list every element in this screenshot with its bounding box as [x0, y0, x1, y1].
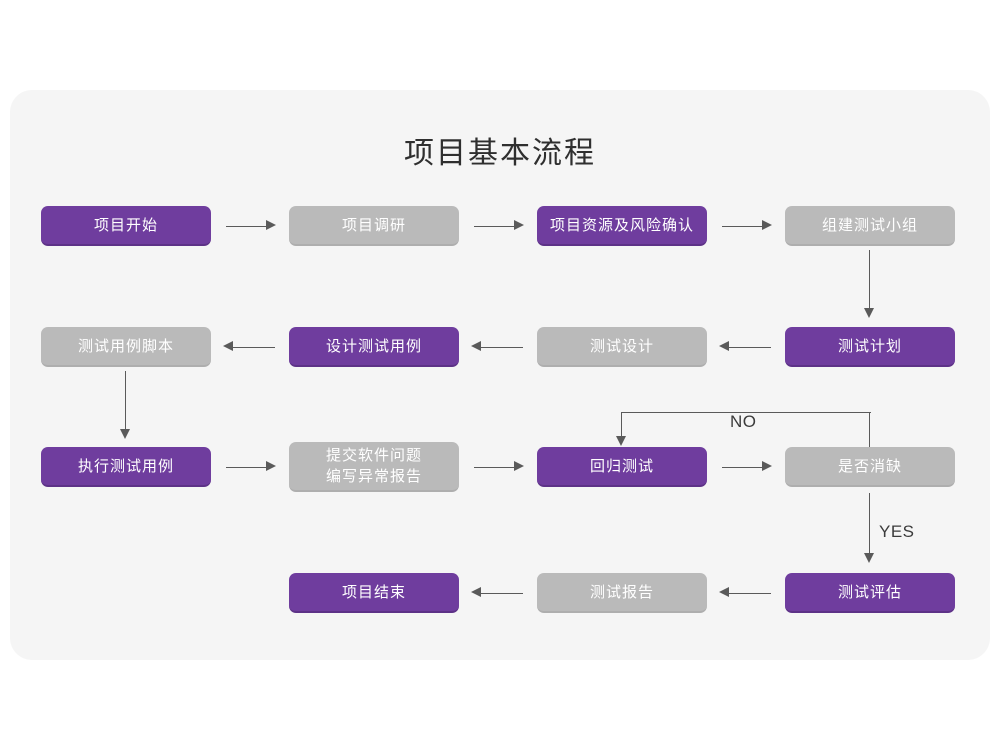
connector-n11-n12: [722, 467, 764, 469]
node-defect-resolved[interactable]: 是否消缺: [785, 447, 955, 487]
arrow-right-icon: [762, 220, 772, 230]
edge-label-yes: YES: [879, 522, 915, 541]
connector-no-loop-top: [621, 412, 871, 414]
arrow-down-icon: [616, 436, 626, 446]
edge-label-no: NO: [730, 412, 757, 431]
connector-n10-n11: [474, 467, 516, 469]
node-test-report[interactable]: 测试报告: [537, 573, 707, 613]
node-project-research[interactable]: 项目调研: [289, 206, 459, 246]
arrow-right-icon: [762, 461, 772, 471]
arrow-right-icon: [266, 461, 276, 471]
connector-n7-n6: [481, 347, 523, 349]
flowchart-card: [10, 90, 990, 660]
node-regression-test[interactable]: 回归测试: [537, 447, 707, 487]
node-design-test-case[interactable]: 设计测试用例: [289, 327, 459, 367]
node-test-evaluation[interactable]: 测试评估: [785, 573, 955, 613]
arrow-left-icon: [223, 341, 233, 351]
arrow-left-icon: [719, 587, 729, 597]
node-submit-issue-report[interactable]: 提交软件问题 编写异常报告: [289, 442, 459, 492]
connector-n1-n2: [226, 226, 268, 228]
node-test-plan[interactable]: 测试计划: [785, 327, 955, 367]
arrow-down-icon: [864, 553, 874, 563]
node-project-end[interactable]: 项目结束: [289, 573, 459, 613]
node-test-case-script[interactable]: 测试用例脚本: [41, 327, 211, 367]
arrow-down-icon: [864, 308, 874, 318]
connector-n4-n8: [869, 250, 871, 310]
arrow-right-icon: [514, 461, 524, 471]
arrow-left-icon: [471, 341, 481, 351]
connector-no-loop-right-riser: [869, 412, 871, 448]
connector-no-loop-left-drop: [621, 412, 623, 440]
connector-n2-n3: [474, 226, 516, 228]
connector-n6-n5: [233, 347, 275, 349]
connector-n5-n9: [125, 371, 127, 431]
page-title: 项目基本流程: [404, 137, 596, 170]
arrow-right-icon: [514, 220, 524, 230]
node-test-design[interactable]: 测试设计: [537, 327, 707, 367]
connector-n3-n4: [722, 226, 764, 228]
node-execute-test-case[interactable]: 执行测试用例: [41, 447, 211, 487]
arrow-left-icon: [719, 341, 729, 351]
arrow-down-icon: [120, 429, 130, 439]
connector-n8-n7: [729, 347, 771, 349]
node-resource-risk-confirm[interactable]: 项目资源及风险确认: [537, 206, 707, 246]
node-build-test-team[interactable]: 组建测试小组: [785, 206, 955, 246]
arrow-right-icon: [266, 220, 276, 230]
node-project-start[interactable]: 项目开始: [41, 206, 211, 246]
connector-n9-n10: [226, 467, 268, 469]
connector-n14-n13: [481, 593, 523, 595]
arrow-left-icon: [471, 587, 481, 597]
connector-n12-n15: [869, 493, 871, 555]
connector-n15-n14: [729, 593, 771, 595]
